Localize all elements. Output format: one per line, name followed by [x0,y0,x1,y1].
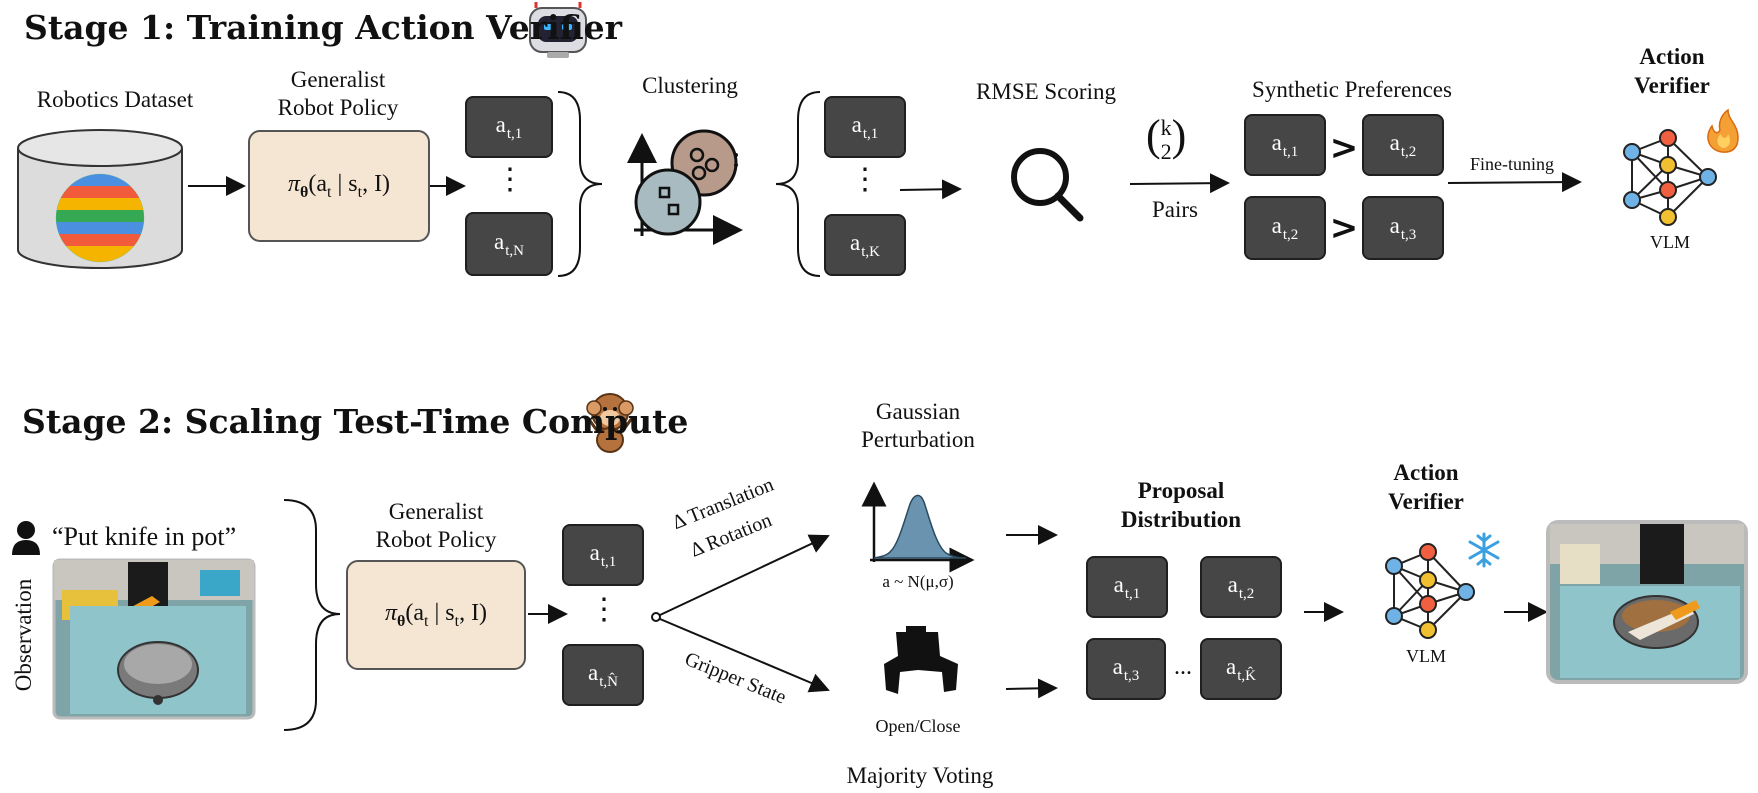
person-icon [12,521,40,555]
action-box: at,2 [1200,556,1282,618]
snowflake-icon [1468,532,1500,568]
policy-label-line1: Generalist [388,499,484,524]
verifier-title-2: Action Verifier [1346,458,1506,516]
action-box: at,2 [1362,114,1444,176]
gripper-icon [884,626,958,694]
proposal-title-line2: Distribution [1120,507,1242,532]
observation-image [52,558,256,720]
action-box: at,K̂ [1200,638,1282,700]
vlm-network-icon-stage2 [1385,543,1475,639]
verifier-title: Action Verifier [1592,42,1752,100]
action-box: at,1 [562,524,644,586]
policy-box-2: πθ(at | st, I) [346,560,526,670]
clustering-label: Clustering [642,73,738,98]
gaussian-label: Gaussian Perturbation [828,398,1008,454]
verifier-title-line1: Action [1639,44,1705,69]
ellipsis: ⋮ [495,163,525,196]
finetune-label: Fine-tuning [1470,154,1554,174]
observation-label: Observation [11,578,36,692]
stage2-title: Stage 2: Scaling Test-Time Compute [22,402,689,441]
action-box: at,3 [1362,196,1444,260]
proposal-ellipsis: ... [1174,654,1192,680]
gaussian-formula: a ~ N(μ,σ) [882,572,954,591]
policy-formula: πθ(at | st, I) [384,599,488,630]
action-box: at,1 [1086,556,1168,618]
verifier-title-line1: Action [1393,460,1459,485]
vlm-label-2: VLM [1406,646,1446,666]
ellipsis: ⋮ [589,593,619,626]
database-icon [17,129,183,269]
action-box: at,1 [824,96,906,158]
verifier-title-line2: Verifier [1388,489,1464,514]
policy-label: Generalist Robot Policy [248,66,428,122]
policy-formula: πθ(at | st, I) [287,170,391,201]
gaussian-plot-icon [861,481,975,573]
flame-icon [1707,108,1739,153]
vlm-label: VLM [1650,232,1690,252]
action-box: at,1 [1244,114,1326,176]
gaussian-label-line2: Perturbation [861,427,975,452]
verifier-title-line2: Verifier [1634,73,1710,98]
monkey-icon [586,393,634,453]
action-box: at,N [465,212,553,276]
ellipsis: ⋮ [850,163,880,196]
greater-than: > [1329,208,1359,248]
vlm-network-icon [1623,129,1717,226]
synthetic-label: Synthetic Preferences [1252,77,1452,102]
cluster-plot-icon [627,129,743,245]
proposal-title: Proposal Distribution [1060,476,1302,534]
instruction-text: “Put knife in pot” [52,522,237,551]
policy-label-line1: Generalist [290,67,386,92]
dataset-label: Robotics Dataset [36,87,194,112]
policy-label-line2: Robot Policy [375,527,497,552]
proposal-title-line1: Proposal [1137,478,1225,503]
policy-label-2: Generalist Robot Policy [346,498,526,554]
policy-label-line2: Robot Policy [277,95,399,120]
rmse-label: RMSE Scoring [976,79,1116,104]
open-close-label: Open/Close [875,716,961,736]
gaussian-label-line1: Gaussian [875,399,961,424]
result-image [1546,520,1748,684]
robot-icon [529,2,587,58]
action-box: at,3 [1086,638,1166,700]
policy-box: πθ(at | st, I) [248,130,430,242]
action-box: at,K [824,214,906,276]
majority-label: Majority Voting [846,763,994,788]
pairs-label: Pairs [1152,197,1198,222]
magnifier-icon [1011,148,1084,222]
greater-than: > [1329,128,1359,168]
action-box: at,1 [465,96,553,158]
action-box: at,N̂ [562,644,644,706]
action-box: at,2 [1244,196,1326,260]
stage1-title: Stage 1: Training Action Verifier [24,8,623,47]
